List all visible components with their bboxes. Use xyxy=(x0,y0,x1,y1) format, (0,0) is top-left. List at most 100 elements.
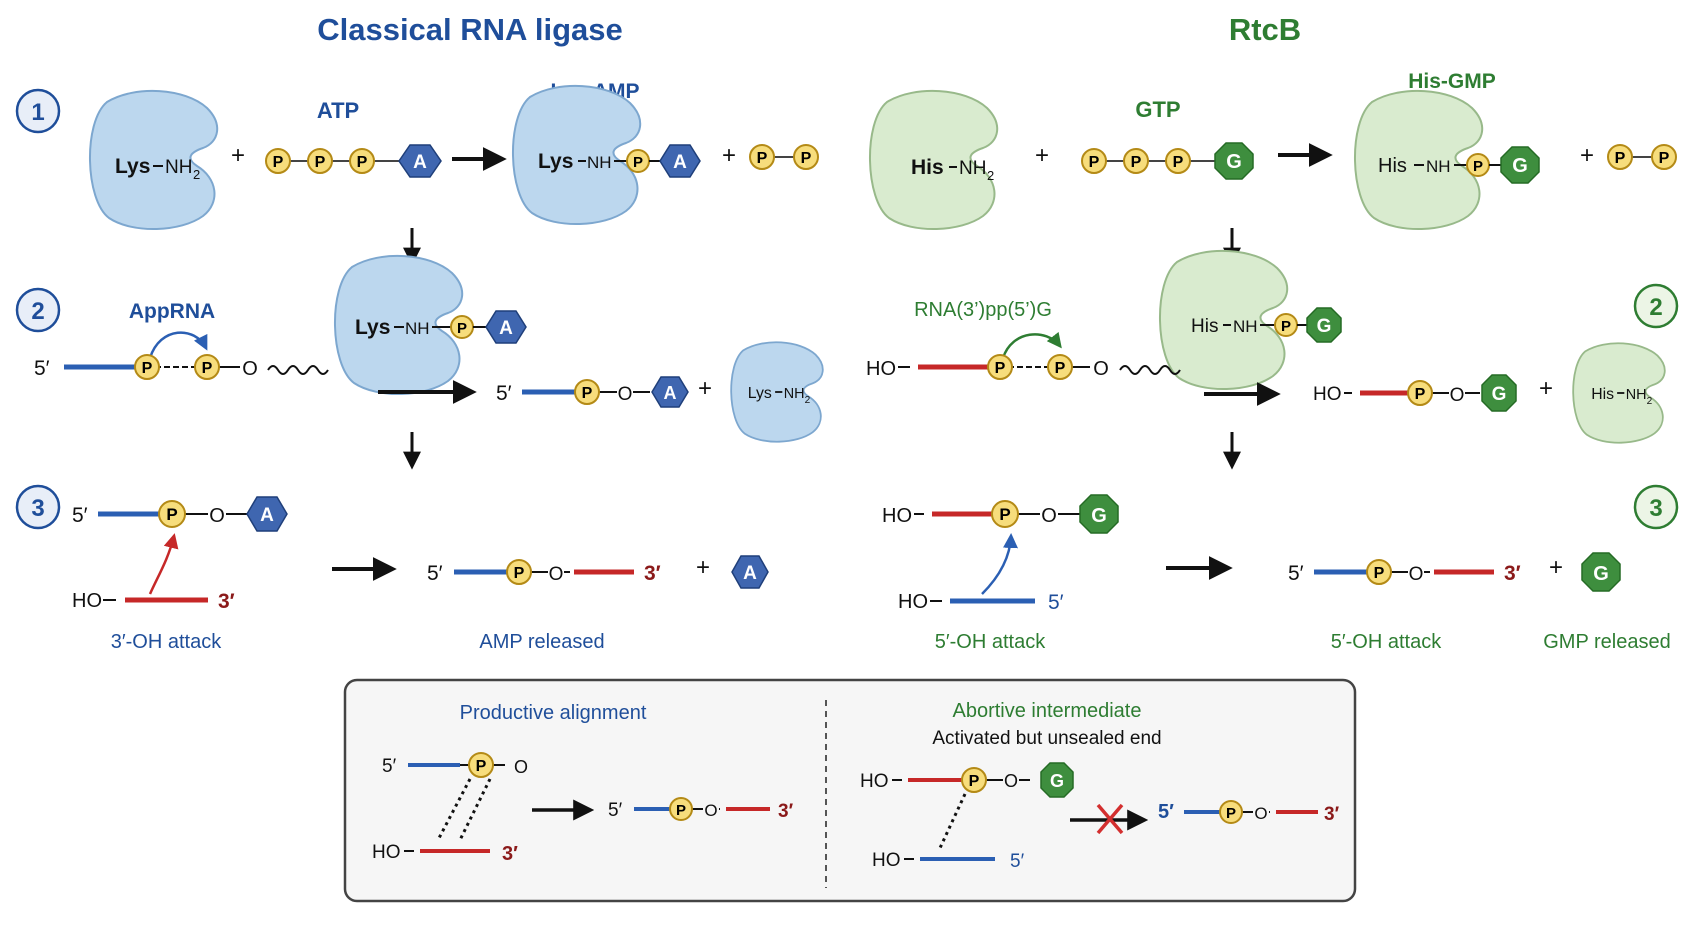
svg-text:5′: 5′ xyxy=(1158,801,1174,823)
svg-text:A: A xyxy=(499,318,513,339)
step-badge-3-left: 3 xyxy=(15,484,61,530)
phosphate-icon: P xyxy=(574,379,600,405)
svg-text:P: P xyxy=(801,150,812,167)
svg-text:2: 2 xyxy=(1647,396,1653,407)
phosphate-icon: P xyxy=(158,500,186,528)
inset-panel: Productive alignment 5′ P O HO 3′ 5′ P O… xyxy=(343,678,1357,903)
attack-caption-product: 5′-OH attack xyxy=(1331,631,1442,653)
amp-released-caption: AMP released xyxy=(479,631,604,653)
svg-text:P: P xyxy=(142,360,153,377)
svg-text:P: P xyxy=(1281,318,1291,335)
svg-text:A: A xyxy=(413,152,427,173)
phosphate-icon: P xyxy=(194,354,220,380)
svg-text:NH: NH xyxy=(587,153,612,172)
phosphate-icon: P xyxy=(1466,153,1490,177)
svg-text:Lys: Lys xyxy=(355,316,390,339)
phosphate-icon: P xyxy=(1274,313,1298,337)
enzyme-his-gmp-2: His NH P G xyxy=(1158,249,1342,391)
productive-title: Productive alignment xyxy=(460,702,647,724)
svg-text:O: O xyxy=(1041,505,1057,527)
svg-text:5′: 5′ xyxy=(382,756,397,777)
phosphate-icon: P xyxy=(450,315,474,339)
acceptor-rna-right: HO 5′ xyxy=(898,591,1064,614)
step-badge-label: 3 xyxy=(1649,495,1662,522)
svg-text:3′: 3′ xyxy=(502,843,518,865)
guanine-octagon-icon: G xyxy=(1079,494,1119,534)
svg-text:G: G xyxy=(1593,563,1609,585)
svg-text:5′: 5′ xyxy=(1010,851,1025,872)
svg-text:NH: NH xyxy=(784,386,805,402)
svg-text:P: P xyxy=(1173,154,1184,171)
phosphate-icon: P xyxy=(961,767,987,793)
svg-text:5′: 5′ xyxy=(427,562,443,585)
svg-text:A: A xyxy=(260,505,274,526)
svg-text:O: O xyxy=(242,358,258,380)
adenine-hexagon-icon: A xyxy=(485,310,527,344)
gmp-released-caption: GMP released xyxy=(1543,631,1670,653)
svg-text:P: P xyxy=(1659,150,1670,167)
svg-text:O: O xyxy=(1093,358,1109,380)
acceptor-rna: HO 3′ xyxy=(72,590,235,613)
svg-text:5′: 5′ xyxy=(496,382,512,405)
enzyme-his-free: His NH 2 xyxy=(1572,342,1666,444)
enzyme-his-gmp: His NH P G xyxy=(1353,89,1540,231)
step-badge-label: 3 xyxy=(31,495,44,522)
atp-molecule: P P P A xyxy=(265,144,442,178)
apprna-molecule: 5′ P P O xyxy=(34,354,329,380)
svg-text:O: O xyxy=(704,801,717,820)
svg-text:A: A xyxy=(664,383,677,403)
adenine-hexagon-icon: A xyxy=(731,555,769,589)
svg-text:P: P xyxy=(1473,158,1483,175)
phosphate-icon: P xyxy=(134,354,160,380)
phosphate-icon: P xyxy=(468,752,494,778)
productive-alignment: 5′ P O HO 3′ xyxy=(372,752,528,865)
phosphate-icon: P xyxy=(669,797,693,821)
svg-text:P: P xyxy=(476,758,487,775)
svg-text:His: His xyxy=(1191,316,1218,337)
svg-text:P: P xyxy=(1055,360,1066,377)
phosphate-icon: P xyxy=(1165,148,1191,174)
svg-text:NH: NH xyxy=(1426,157,1451,176)
svg-text:P: P xyxy=(1374,565,1385,582)
svg-text:P: P xyxy=(999,505,1010,524)
svg-text:NH: NH xyxy=(405,319,430,338)
step-badge-1-left: 1 xyxy=(15,88,61,134)
abortive-title: Abortive intermediate xyxy=(953,700,1142,722)
phosphate-icon: P xyxy=(793,144,819,170)
svg-text:P: P xyxy=(357,154,368,171)
phosphate-icon: P xyxy=(506,559,532,585)
guanine-octagon-icon: G xyxy=(1481,374,1517,412)
svg-text:5′: 5′ xyxy=(72,504,88,527)
phosphate-icon: P xyxy=(1407,380,1433,406)
svg-text:3′: 3′ xyxy=(778,801,794,822)
attack-arrow-green xyxy=(1001,331,1062,359)
adenine-hexagon-icon: A xyxy=(398,144,442,178)
svg-text:P: P xyxy=(969,773,980,790)
step-badge-2-left: 2 xyxy=(15,287,61,333)
svg-text:2: 2 xyxy=(805,395,811,406)
svg-text:HO: HO xyxy=(1313,384,1342,405)
adenine-hexagon-icon: A xyxy=(659,144,701,178)
enzyme-lys-amp: Lys NH P A xyxy=(511,84,701,226)
svg-text:P: P xyxy=(273,154,284,171)
rna-ppg-molecule: HO P P O xyxy=(866,354,1181,380)
phosphate-icon: P xyxy=(1607,144,1633,170)
attack-arrow-red xyxy=(148,533,179,595)
atp-label: ATP xyxy=(317,98,359,123)
guanine-octagon-icon: G xyxy=(1214,142,1254,180)
svg-text:2: 2 xyxy=(987,168,994,183)
enzyme-lys-amp-2: Lys NH P A xyxy=(333,254,527,396)
lys-label: Lys xyxy=(115,155,150,178)
svg-text:P: P xyxy=(514,565,525,582)
svg-text:G: G xyxy=(1050,771,1064,791)
left-title: Classical RNA ligase xyxy=(317,12,623,47)
svg-text:P: P xyxy=(1131,154,1142,171)
svg-text:Lys: Lys xyxy=(748,385,772,402)
svg-text:3′: 3′ xyxy=(1504,562,1521,585)
enzyme-lys-1: Lys NH 2 xyxy=(88,89,219,231)
svg-text:A: A xyxy=(743,563,757,584)
svg-text:P: P xyxy=(995,360,1006,377)
his-gmp-label: His-GMP xyxy=(1408,70,1496,93)
svg-text:His: His xyxy=(1591,386,1614,403)
phosphate-icon: P xyxy=(991,500,1019,528)
